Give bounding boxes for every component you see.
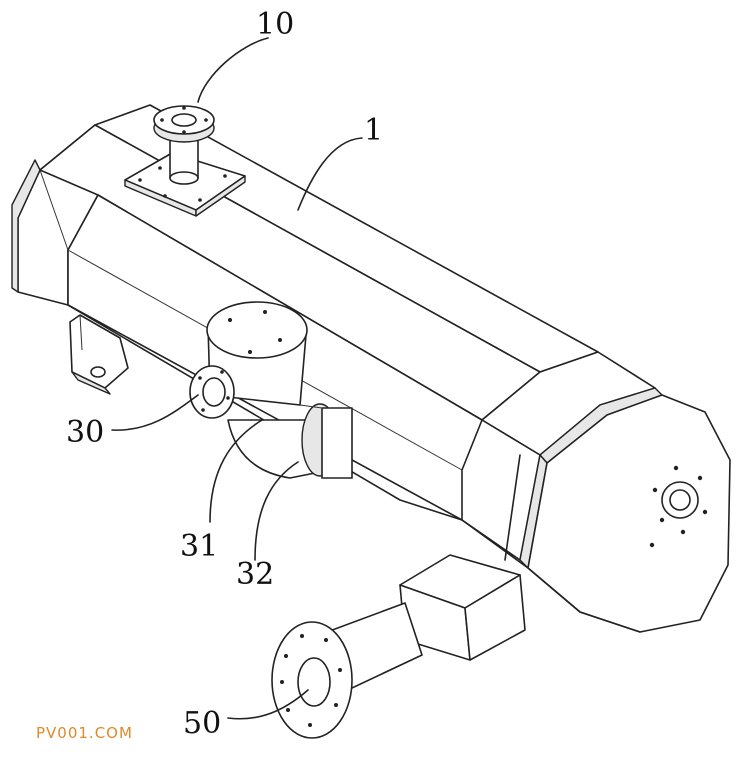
leader-10 [197, 37, 269, 103]
leader-31 [209, 419, 263, 523]
watermark: PV001.COM [36, 724, 133, 742]
label-50: 50 [183, 706, 221, 741]
side-chamber [189, 301, 353, 479]
leader-32 [254, 461, 299, 561]
leader-50 [227, 689, 309, 720]
leader-1 [297, 137, 363, 211]
label-31: 31 [180, 529, 218, 564]
outlet-pipe [271, 554, 526, 739]
leader-30 [111, 394, 199, 431]
top-nozzle [124, 105, 246, 217]
label-10: 10 [256, 7, 294, 42]
label-32: 32 [236, 557, 274, 592]
mounting-foot [69, 314, 129, 395]
label-1: 1 [364, 113, 383, 148]
label-30: 30 [66, 415, 104, 450]
